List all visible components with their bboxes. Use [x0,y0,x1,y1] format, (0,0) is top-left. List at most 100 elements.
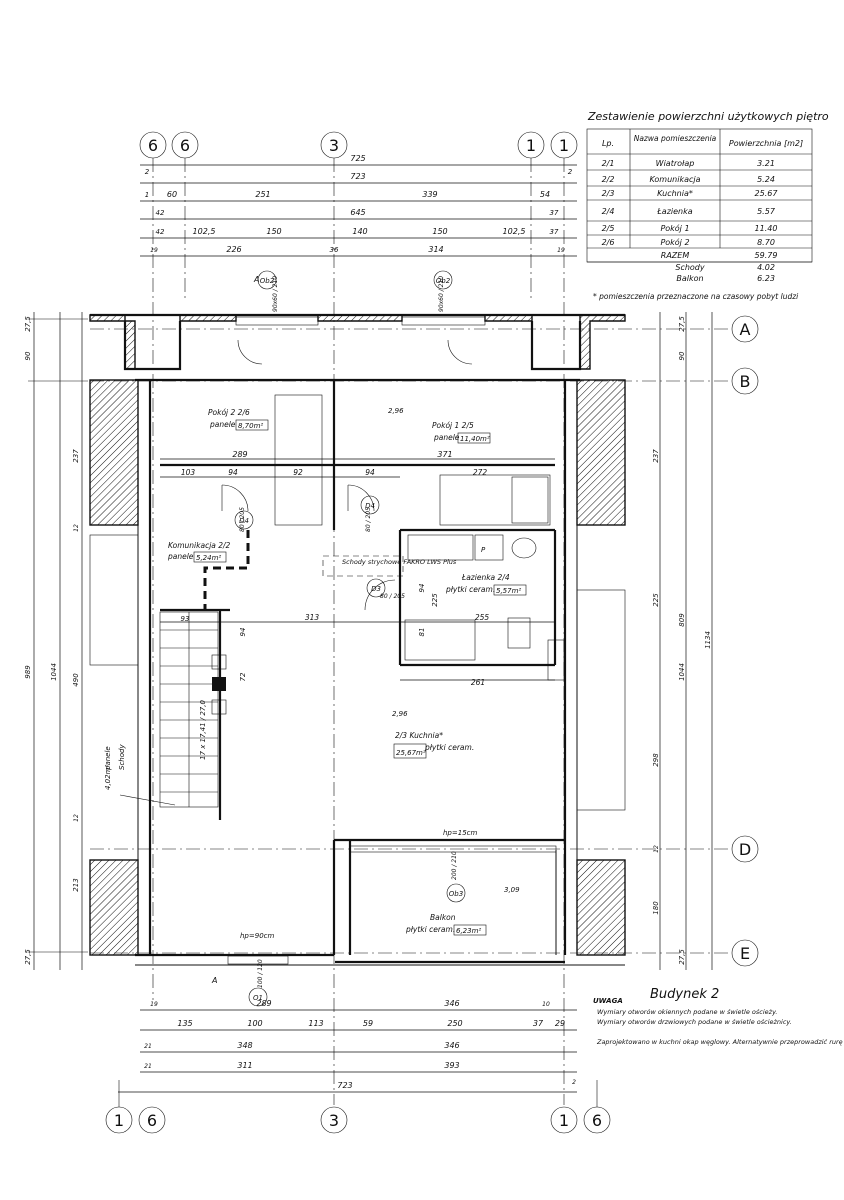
attic-ladder-label: Schody strychowe FAKRO LWS Plus [342,558,457,566]
dim-text: 226 [226,245,241,254]
axis-label: E [740,944,750,963]
window-tag: Ob2 [436,277,451,285]
dim-text: 723 [337,1081,352,1090]
room-name: Schody [118,744,126,770]
room-name: 2/3 Kuchnia* [395,731,443,740]
dim-text: 314 [428,245,443,254]
dim-text: 90 [678,351,686,360]
dim-text: 21 [144,1063,152,1070]
summary-cell: Pokój 2 [660,237,689,247]
door-size: 80 / 205 [239,507,246,532]
room-labels: Pokój 2 2/6 panele 8,70m² Pokój 1 2/5 pa… [104,408,527,936]
summary-header-lp: Lp. [602,139,614,148]
room-finish: płytki ceram. [405,925,455,934]
dim-text: 37 [533,1019,544,1028]
dim-text: 90 [24,351,32,360]
dim-text: 289 [256,999,271,1008]
window-size: 90x60 / 210 [272,276,279,312]
summary-extra-label: Balkon [676,274,703,283]
room-balkon: Balkon płytki ceram. 6,23m² [405,913,487,936]
dim-text: 12 [653,845,660,853]
room-finish: panele [433,433,460,442]
dim-text: 37 [550,209,559,217]
window-tag: Ob3 [449,890,463,898]
dim-text: 645 [350,208,365,217]
room-name: Balkon [430,913,456,922]
dim-text: 19 [150,247,158,254]
room-pokoj1: Pokój 1 2/5 panele 11,40m² [432,421,491,444]
dim-text: 100 [247,1019,262,1028]
room-finish: płytki ceram. [424,743,474,752]
note-item: Wymiary otworów drzwiowych podane w świe… [597,1018,792,1026]
dim-text: 2,96 [392,710,408,718]
dim-text: 94 [239,628,247,637]
dim-text: 10 [542,1001,550,1008]
dim-text: 213 [72,878,80,891]
axis-label: 1 [559,136,569,155]
dim-text: 225 [652,593,660,607]
summary-header-name: Nazwa pomieszczenia [634,134,717,143]
dim-text: 250 [447,1019,462,1028]
fixtures: P [159,316,565,965]
dim-text: 29 [555,1019,565,1028]
window-size: 200 / 210 [451,851,458,880]
dim-text: 27,5 [678,949,686,965]
summary-cell: 5.24 [757,175,775,184]
area-summary-table: Zestawienie powierzchni użytkowych piętr… [586,110,829,301]
dim-text: 809 [678,613,686,627]
door-tag: D3 [371,585,381,593]
window-tag: O1 [253,994,263,1002]
dim-text: 102,5 [503,227,526,236]
summary-title: Zestawienie powierzchni użytkowych piętr… [587,110,829,123]
dim-text: 490 [72,673,80,687]
stairs-label: 17 x 17,41 / 27,0 [199,700,207,760]
notes-block: UWAGA Wymiary otworów okiennych podane w… [593,997,844,1046]
dim-text: 348 [237,1041,252,1050]
summary-cell: 11.40 [755,224,778,233]
dim-text: 272 [473,468,488,477]
dim-text: 313 [305,613,320,622]
axis-label: 6 [592,1111,602,1130]
door-tag: D4 [239,517,249,525]
axis-label: 1 [559,1111,569,1130]
room-name: Pokój 1 2/5 [432,421,474,430]
dim-text: 27,5 [678,316,686,332]
axis-label: 1 [114,1111,124,1130]
axis-label: 3 [329,1111,339,1130]
dim-text: 92 [293,468,303,477]
dim-text: 346 [444,1041,459,1050]
dim-text: 2,96 [388,407,404,415]
dim-text: 12 [73,814,80,822]
dim-text: 298 [652,753,660,767]
axis-label: D [739,840,751,859]
dim-text: 93 [181,615,190,623]
dim-text: 723 [350,172,365,181]
dim-text: 19 [557,247,565,254]
room-finish: panele [104,746,112,771]
interior-dimensions: 289 371 103 94 92 94 272 313 261 255 225… [181,407,521,894]
room-schody: Schody panele 4,02m² [104,744,176,806]
summary-cell: 25.67 [755,189,779,198]
dim-text: 989 [24,665,32,679]
dim-text: 289 [232,450,247,459]
dim-text: 72 [239,672,247,681]
window-size: 90x60 / 210 [438,276,445,312]
dim-text: 94 [365,468,375,477]
room-area: 25,67m² [396,749,426,757]
sill-height: hp=15cm [443,829,478,837]
summary-cell: 3.21 [757,159,775,168]
summary-extra-value: 6.23 [757,274,775,283]
dim-text: 12 [73,524,80,532]
summary-cell: 8.70 [757,238,775,247]
dim-text: 180 [652,901,660,915]
room-area: 8,70m² [238,422,263,430]
dim-text: 19 [150,1001,158,1008]
door-tag: D4 [365,502,375,510]
summary-cell: 5.57 [757,207,776,216]
notes-title: UWAGA [593,997,623,1005]
dim-text: 339 [422,190,437,199]
walls [89,313,626,966]
room-name: Pokój 2 2/6 [208,408,250,417]
dim-text: 60 [167,190,177,199]
bottom-dimensions: 289 346 135 100 113 59 250 37 29 348 346… [118,999,577,1093]
